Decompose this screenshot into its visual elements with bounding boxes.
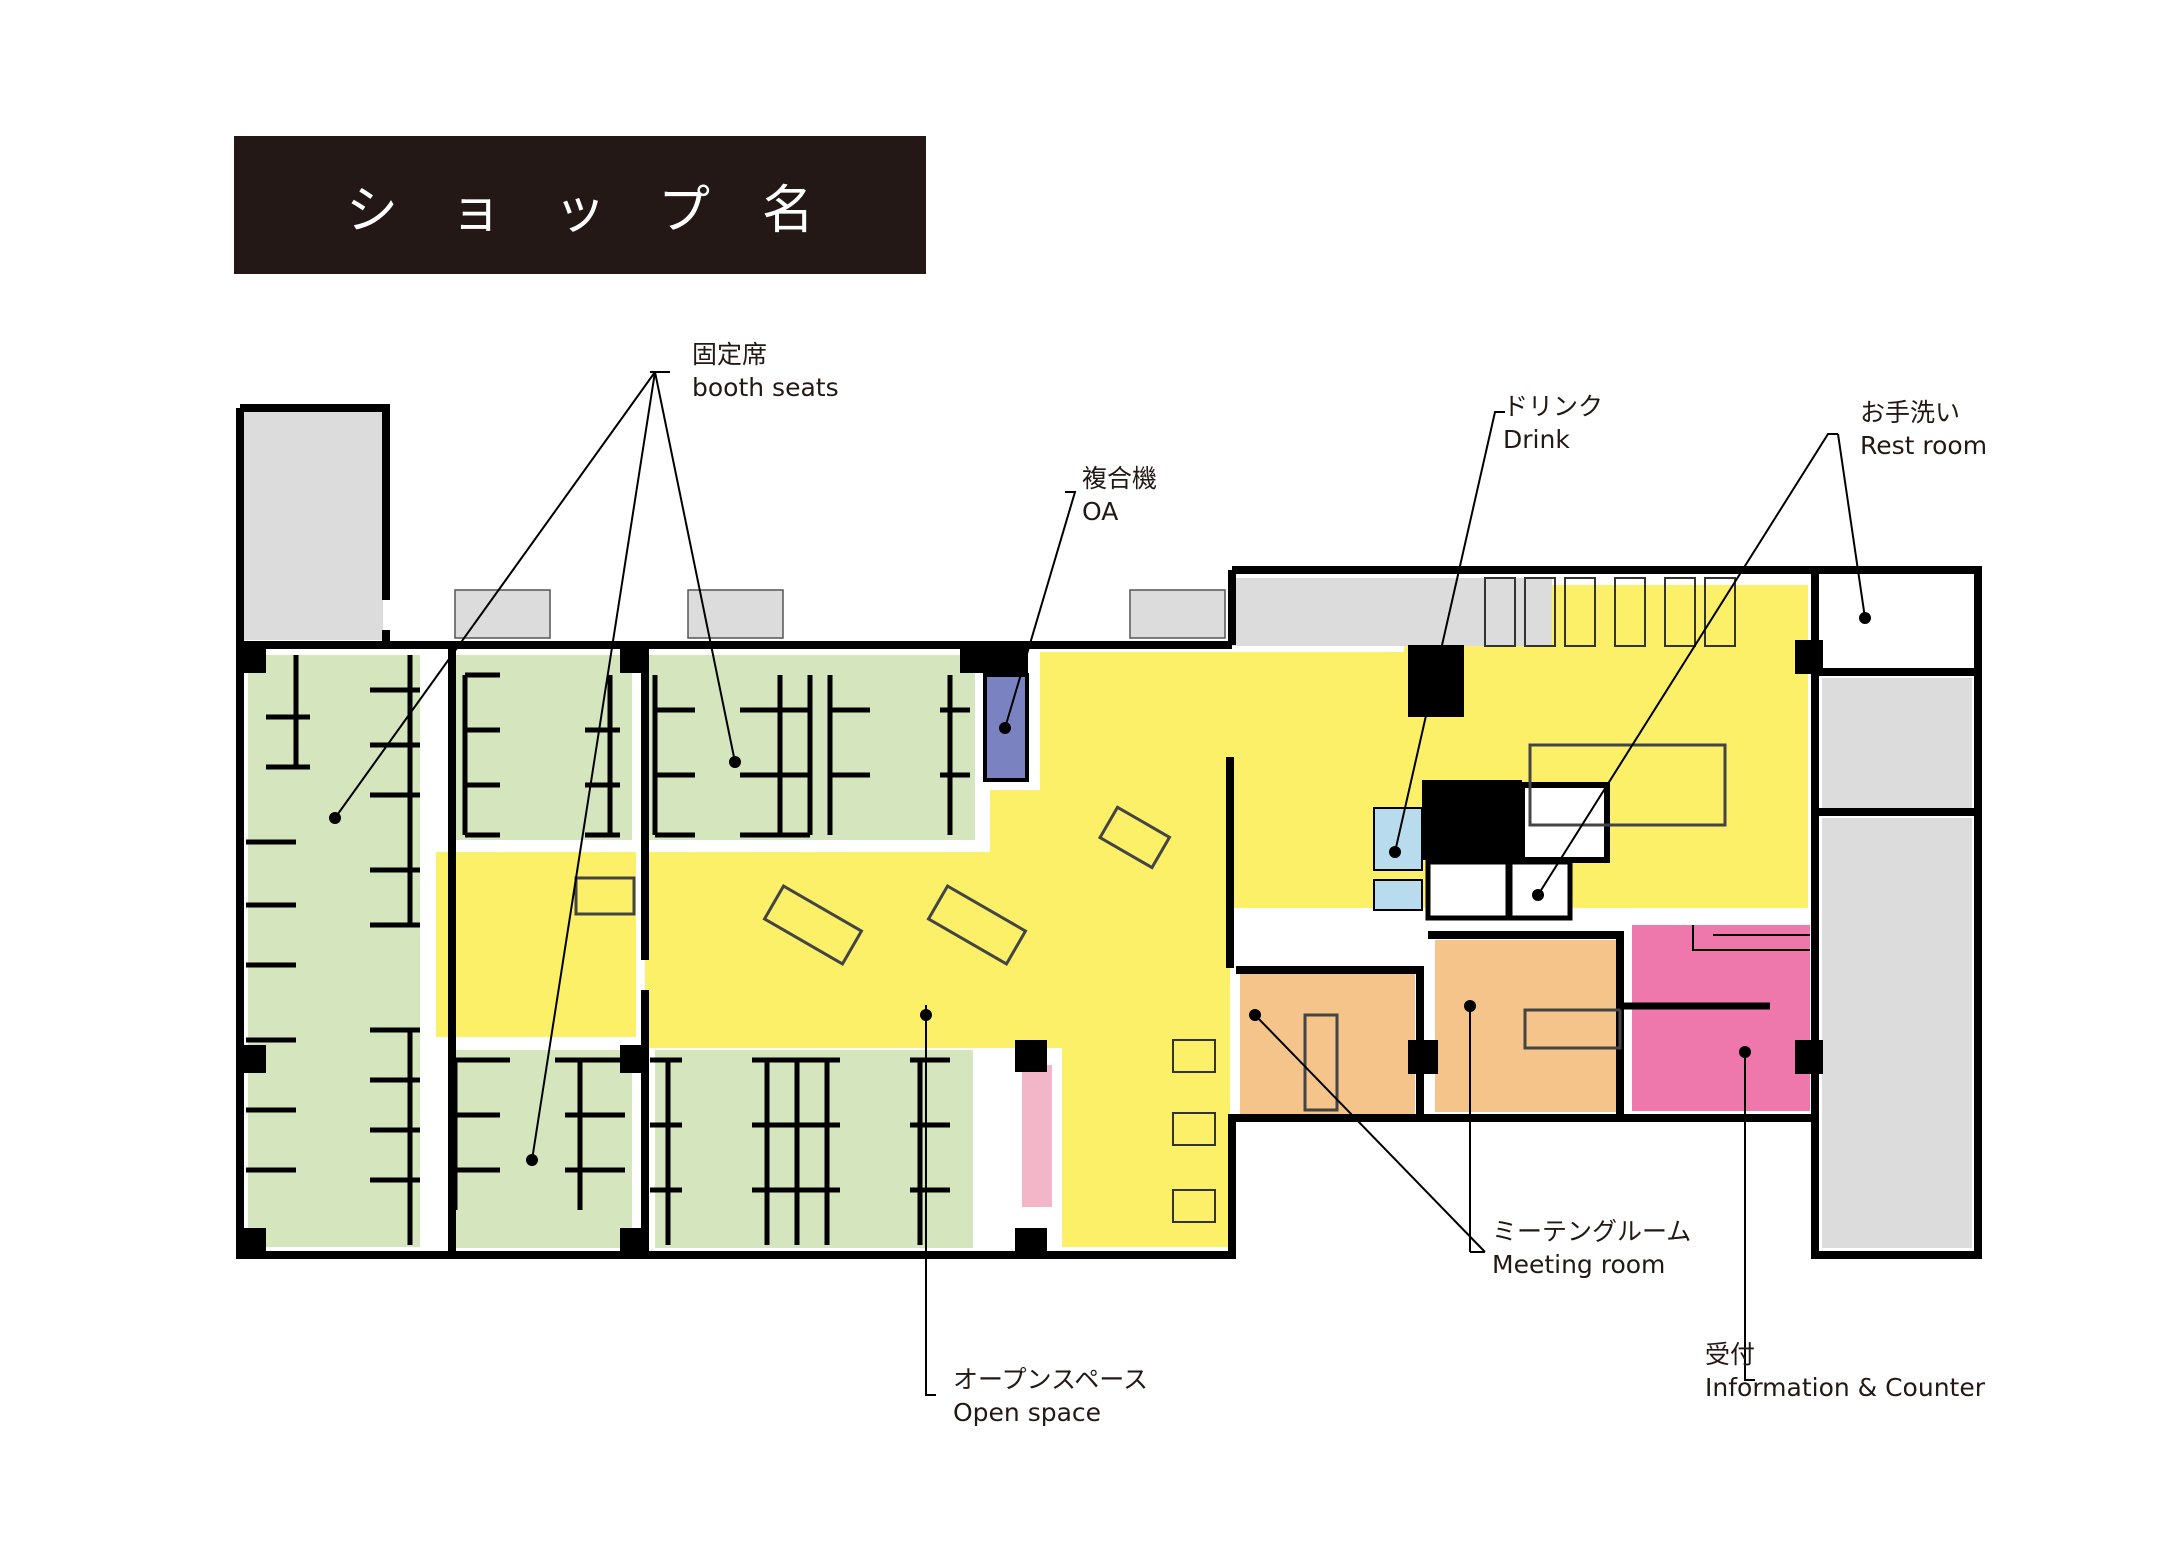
booth-zone-lower-mid [452,1050,632,1248]
core-block [1422,780,1522,860]
meeting-room-2 [1435,940,1620,1112]
shop-name-banner: ショップ名 [234,136,926,274]
restroom-right [1822,578,1972,666]
vestibule-mid [687,589,784,639]
drink-zone-2 [1373,879,1423,911]
hall-right [1822,678,1972,808]
label-open-space: オープンスペース Open space [953,1365,1149,1427]
meeting-room-1 [1240,972,1415,1114]
stairwell-right [1822,818,1972,1248]
label-drink: ドリンク Drink [1503,392,1604,454]
tables [574,743,1727,1112]
shop-name-title: ショップ名 [345,180,866,241]
label-rest-room: お手洗い Rest room [1860,398,1988,460]
label-booth-seats: 固定席 booth seats [692,340,839,402]
label-meeting-room: ミーテングルーム Meeting room [1492,1217,1692,1279]
corridor-yellow [436,852,636,1037]
open-space-lower [1062,652,1230,1247]
toilet-small [1425,859,1511,921]
stairwell-left [240,408,383,640]
reception-zone [1632,925,1810,1111]
reception-desk-outline [1692,925,1810,951]
label-oa: 複合機 OA [1082,464,1158,526]
shower-room [1519,782,1610,863]
booth-zone-upper-mid [452,655,632,840]
walls [236,404,1982,1259]
booth-zone-left [248,655,420,1247]
columns [238,640,1823,1256]
label-information: 受付 Information & Counter [1705,1340,1986,1402]
booth-desks [246,655,970,1245]
storage-top [1232,578,1552,646]
display-strip [1022,1065,1052,1207]
vestibule-right [1129,589,1226,639]
leader-lines [334,371,1866,1396]
sofas [1172,577,1736,1223]
leader-dots [329,612,1871,1166]
